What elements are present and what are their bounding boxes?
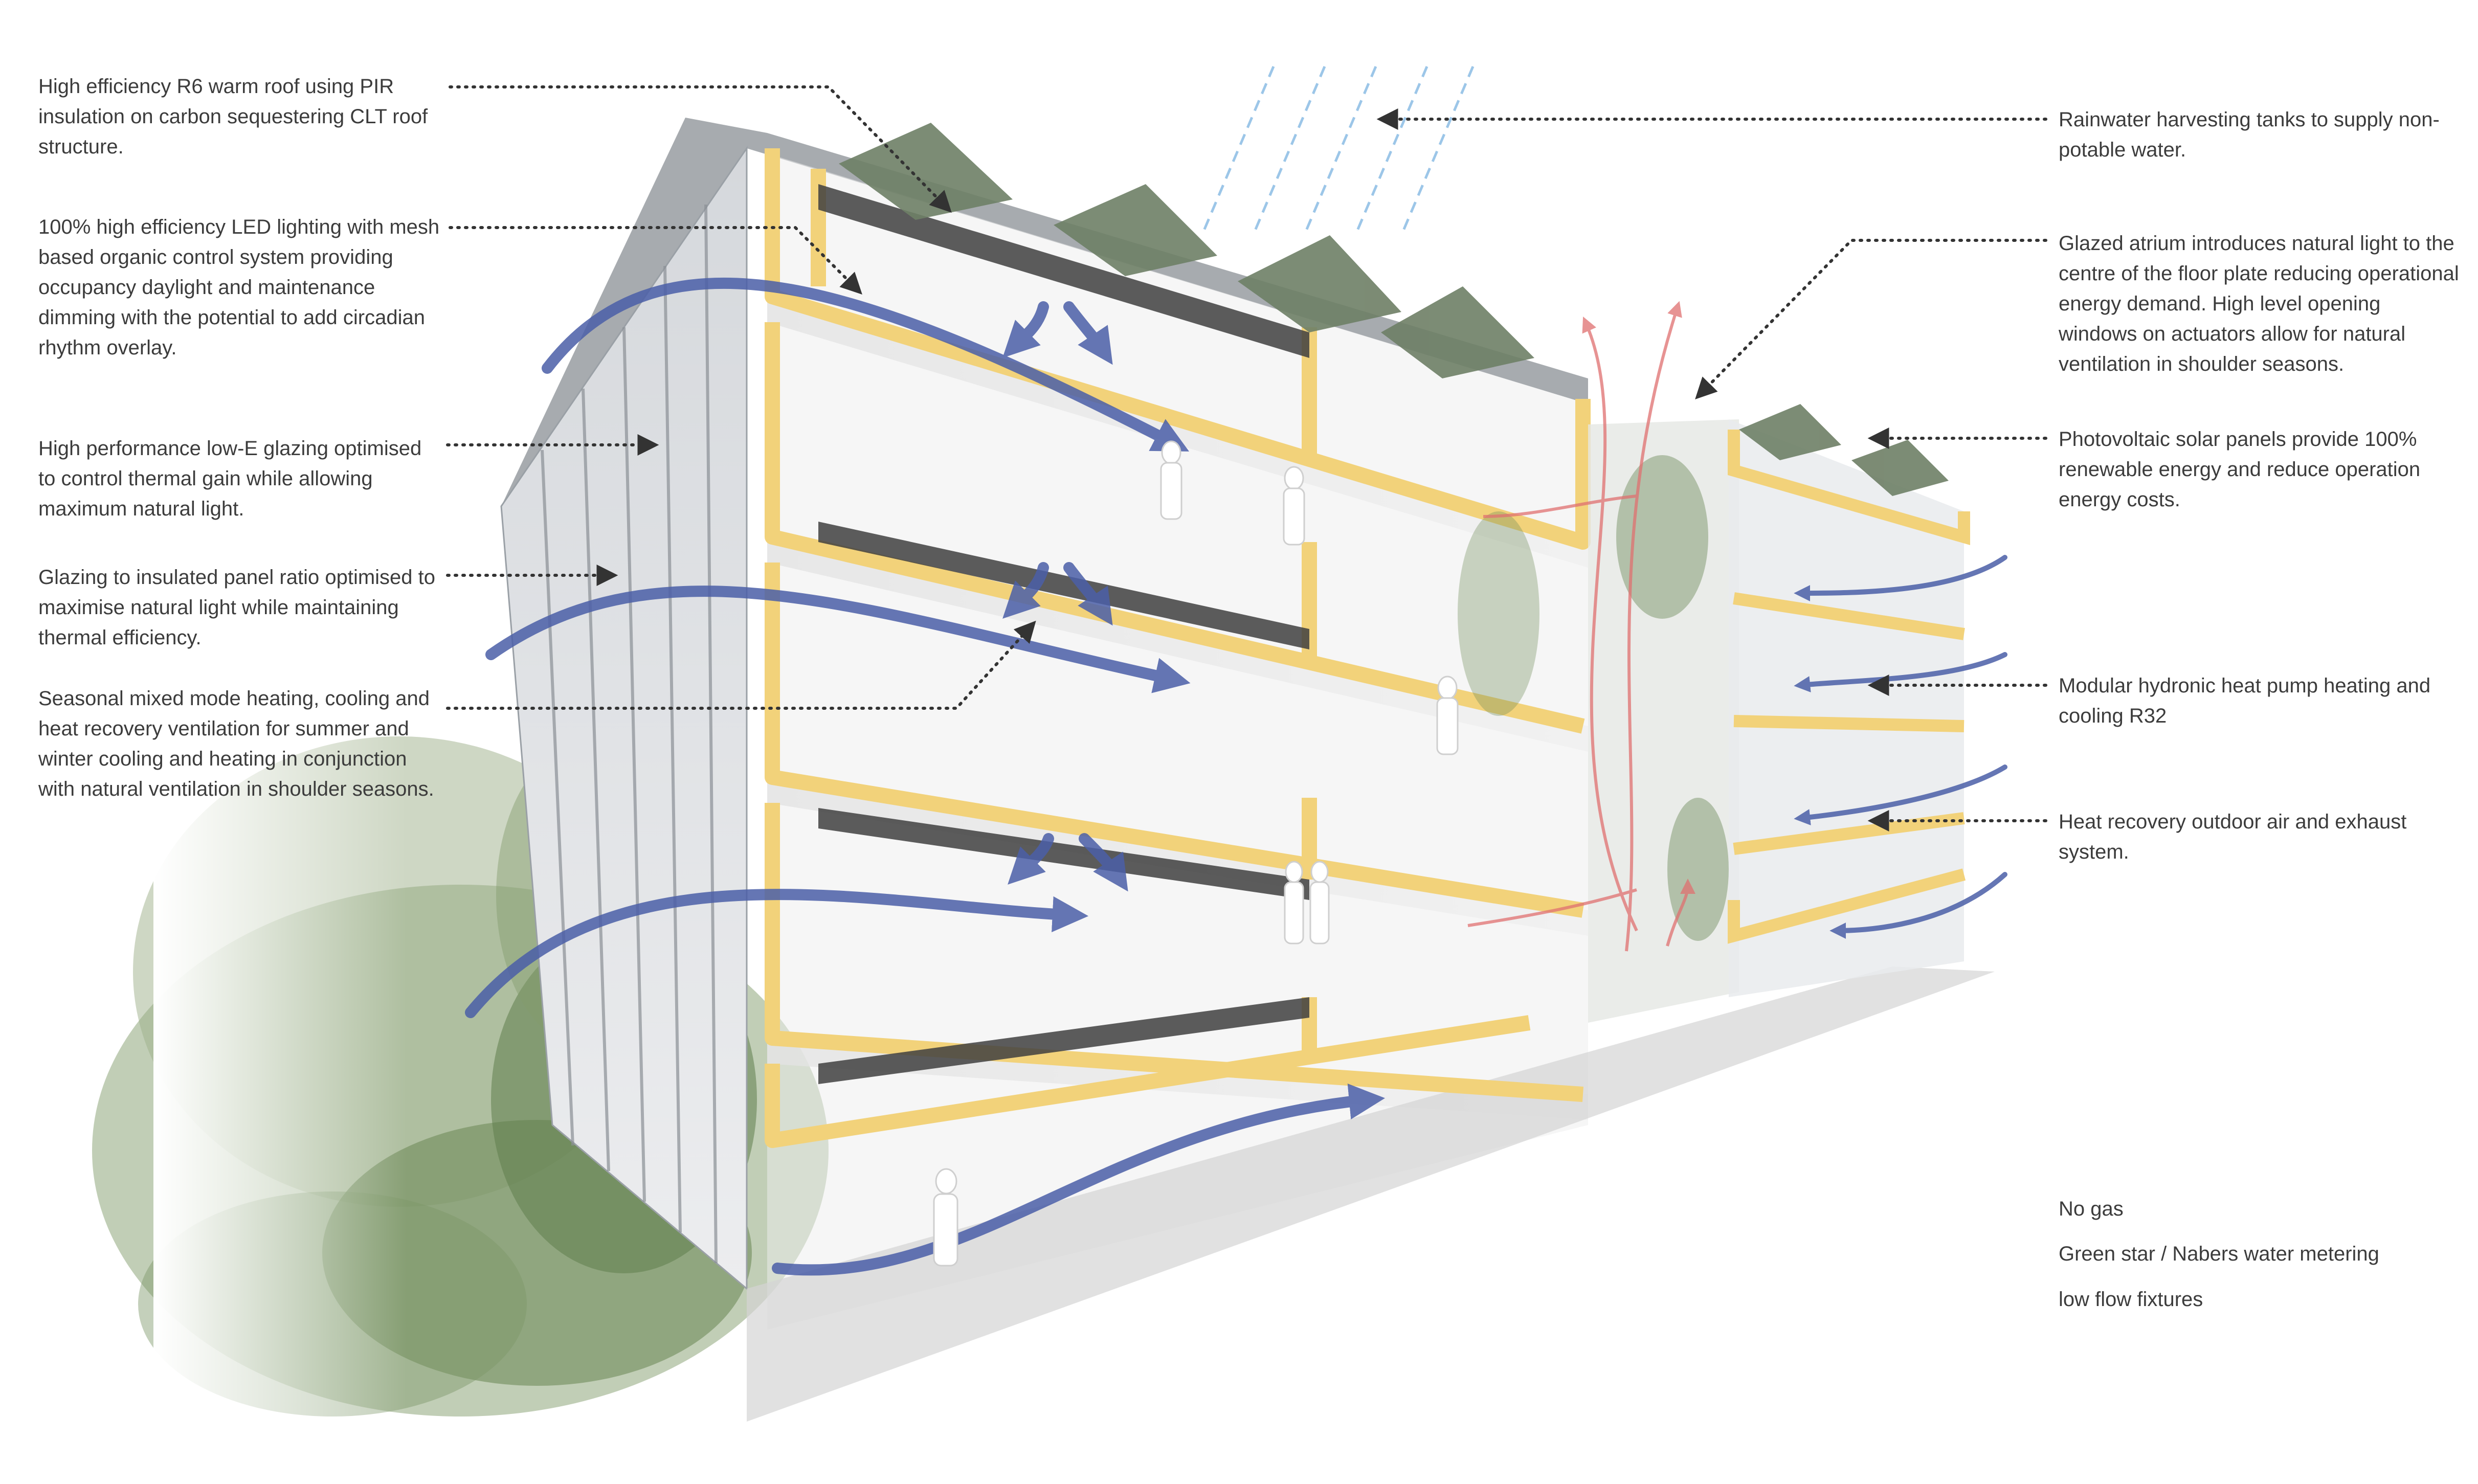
- annotation-heat-recovery: Heat recovery outdoor air and exhaust sy…: [2059, 811, 2407, 863]
- annotation-rainwater: Rainwater harvesting tanks to supply non…: [2059, 108, 2440, 161]
- annotation-heat-pump: Modular hydronic heat pump heating and c…: [2059, 674, 2431, 727]
- annotation-low-e-glazing: High performance low-E glazing optimised…: [38, 437, 422, 520]
- annotation-glazing-ratio: Glazing to insulated panel ratio optimis…: [38, 566, 436, 649]
- annotation-atrium: Glazed atrium introduces natural light t…: [2059, 232, 2459, 375]
- solar-panels: [839, 123, 1949, 496]
- exhaust-arrows: [1467, 301, 1695, 952]
- rain-lines: [1200, 66, 1475, 236]
- note-low-flow: low flow fixtures: [2059, 1288, 2203, 1311]
- note-no-gas: No gas: [2059, 1198, 2124, 1220]
- annotation-mixed-mode: Seasonal mixed mode heating, cooling and…: [38, 687, 434, 800]
- annotation-solar: Photovoltaic solar panels provide 100% r…: [2059, 428, 2421, 511]
- note-water-metering: Green star / Nabers water metering: [2059, 1243, 2379, 1265]
- people-silhouettes: [933, 440, 1459, 1267]
- ceiling-panels: [818, 184, 1309, 1084]
- building-atrium-wing: [1458, 419, 1970, 1023]
- annotation-led-lighting: 100% high efficiency LED lighting with m…: [38, 216, 440, 359]
- annotation-warm-roof: High efficiency R6 warm roof using PIR i…: [38, 75, 428, 158]
